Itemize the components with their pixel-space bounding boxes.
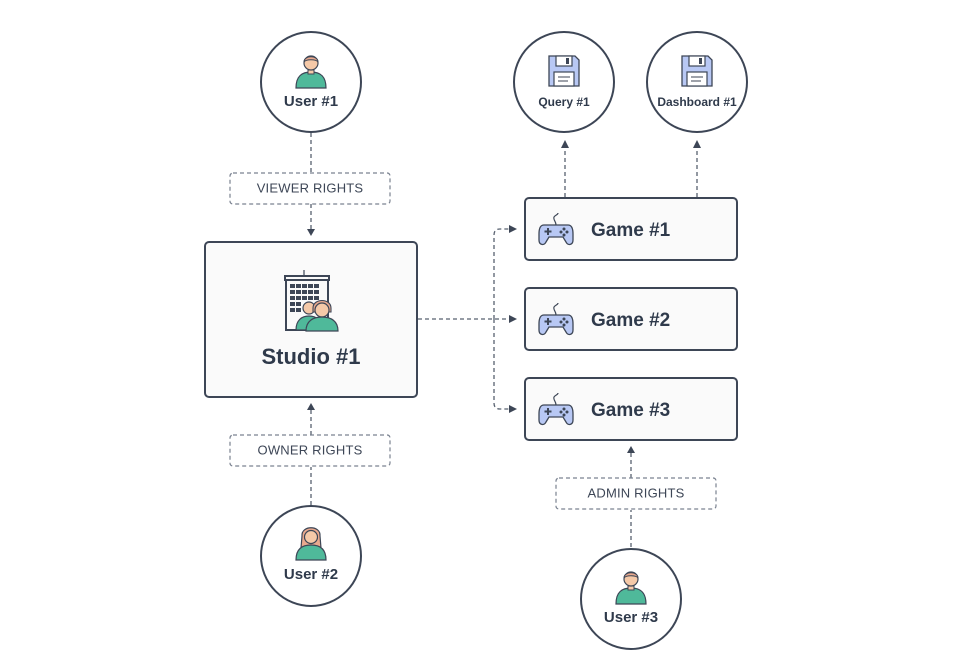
svg-text:ADMIN RIGHTS: ADMIN RIGHTS (587, 485, 684, 500)
query-1-node[interactable]: Query #1 (513, 31, 615, 133)
game-3-node[interactable]: Game #3 (524, 377, 738, 441)
admin-rights-label: ADMIN RIGHTS (555, 477, 717, 510)
viewer-rights-label: VIEWER RIGHTS (229, 172, 391, 205)
user-2-node[interactable]: User #2 (260, 505, 362, 607)
floppy-disk-icon (548, 55, 580, 87)
user-2-label: User #2 (284, 566, 338, 583)
arrowhead-to-game2 (509, 315, 517, 323)
arrowhead-to-game3 (509, 405, 517, 413)
game-2-node[interactable]: Game #2 (524, 287, 738, 351)
arrowhead-to-query (561, 140, 569, 148)
studio-building-icon (284, 270, 339, 332)
edge-branch-game1 (493, 228, 510, 319)
arrowhead-to-game1 (509, 225, 517, 233)
game-1-node[interactable]: Game #1 (524, 197, 738, 261)
arrowhead-to-studio-bottom (307, 403, 315, 410)
dashboard-1-label: Dashboard #1 (657, 95, 737, 109)
floppy-disk-icon (681, 55, 713, 87)
edge-branch-game3 (493, 319, 510, 410)
query-1-label: Query #1 (538, 95, 590, 109)
svg-text:VIEWER RIGHTS: VIEWER RIGHTS (257, 180, 364, 195)
game-1-label: Game #1 (591, 220, 671, 241)
arrowhead-to-game3-bottom (627, 446, 635, 453)
owner-rights-label: OWNER RIGHTS (229, 434, 391, 467)
user-1-label: User #1 (284, 93, 338, 110)
studio-1-label: Studio #1 (261, 344, 360, 369)
game-2-label: Game #2 (591, 310, 670, 331)
game-3-label: Game #3 (591, 400, 670, 421)
arrowhead-to-dashboard (693, 140, 701, 148)
user-3-label: User #3 (604, 609, 658, 626)
dashboard-1-node[interactable]: Dashboard #1 (646, 31, 748, 133)
user-3-node[interactable]: User #3 (580, 548, 682, 650)
user-1-node[interactable]: User #1 (260, 31, 362, 133)
svg-text:OWNER RIGHTS: OWNER RIGHTS (258, 442, 363, 457)
studio-1-node[interactable]: Studio #1 (204, 241, 418, 398)
arrowhead-to-studio-top (307, 229, 315, 236)
